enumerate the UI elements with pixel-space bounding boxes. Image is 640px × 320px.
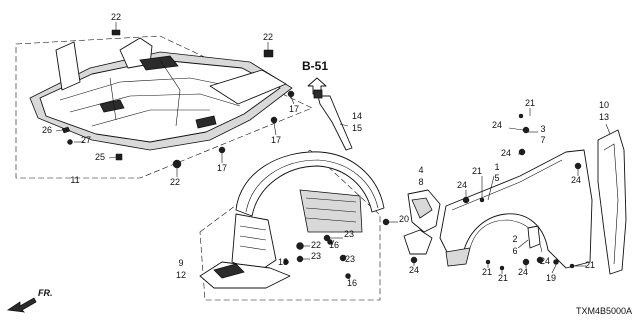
callout-c26: 26 (42, 125, 52, 135)
callout-c7: 7 (540, 135, 545, 145)
callout-c23a: 23 (344, 229, 354, 239)
callout-c8: 8 (418, 177, 423, 187)
callout-c22d: 22 (311, 240, 321, 250)
callout-c15: 15 (352, 123, 362, 133)
callout-c3: 3 (540, 124, 545, 134)
callout-c17a: 17 (289, 104, 299, 114)
callout-c6: 6 (512, 246, 517, 256)
callout-c24e: 24 (409, 265, 419, 275)
front-fender-panel (439, 149, 593, 269)
callout-c24f: 24 (518, 267, 528, 277)
callout-c21d: 21 (498, 273, 508, 283)
callout-c21e: 21 (585, 260, 595, 270)
callout-c24g: 24 (540, 256, 550, 266)
callout-c9: 9 (178, 258, 183, 268)
callout-c17c: 17 (217, 163, 227, 173)
undercover-leaders (55, 22, 295, 177)
fender-leaders (465, 108, 586, 274)
callout-c23c: 23 (345, 254, 355, 264)
callout-c14: 14 (352, 111, 362, 121)
callout-c22b: 22 (263, 32, 273, 42)
inner-fender-group-frame (199, 149, 381, 301)
reference-label: B-51 (302, 59, 328, 73)
callout-c18: 18 (278, 257, 288, 267)
undercover-group-frame (15, 35, 313, 179)
callout-c2: 2 (512, 234, 517, 244)
undercover-fasteners (61, 29, 295, 169)
callout-c27: 27 (81, 135, 91, 145)
callout-c17b: 17 (271, 135, 281, 145)
callout-c23b: 23 (311, 251, 321, 261)
engine-undercover (29, 37, 293, 151)
front-marker: FR. (38, 288, 53, 298)
callout-c10: 10 (599, 100, 609, 110)
callout-c19: 19 (546, 273, 556, 283)
callout-c22c: 22 (170, 177, 180, 187)
callout-c24c: 24 (457, 180, 467, 190)
fender-mounting-bracket (403, 189, 441, 266)
callout-c16a: 16 (329, 240, 339, 250)
front-inner-fender (199, 151, 385, 289)
callout-c21c: 21 (482, 267, 492, 277)
fender-seal (597, 123, 627, 275)
callout-c22a: 22 (111, 12, 121, 22)
callout-c24b: 24 (501, 148, 511, 158)
fender-strip-bracket (313, 89, 353, 151)
callout-c24d: 24 (571, 175, 581, 185)
callout-c12: 12 (176, 270, 186, 280)
callout-c13: 13 (599, 112, 609, 122)
callout-c20: 20 (399, 214, 409, 224)
diagram-code: TXM4B5000A (576, 306, 632, 316)
inner-fender-leaders (285, 221, 398, 280)
callout-c21b: 21 (472, 166, 482, 176)
fender-fasteners (462, 113, 582, 271)
callout-c21a: 21 (525, 98, 535, 108)
callout-c24a: 24 (492, 120, 502, 130)
front-direction-arrow (6, 297, 37, 313)
callout-c11: 11 (70, 175, 79, 185)
callout-c4: 4 (418, 165, 423, 175)
callout-c25: 25 (95, 152, 105, 162)
callout-c1: 1 (494, 162, 499, 172)
callout-c5: 5 (494, 173, 499, 183)
callout-c16b: 16 (347, 278, 357, 288)
